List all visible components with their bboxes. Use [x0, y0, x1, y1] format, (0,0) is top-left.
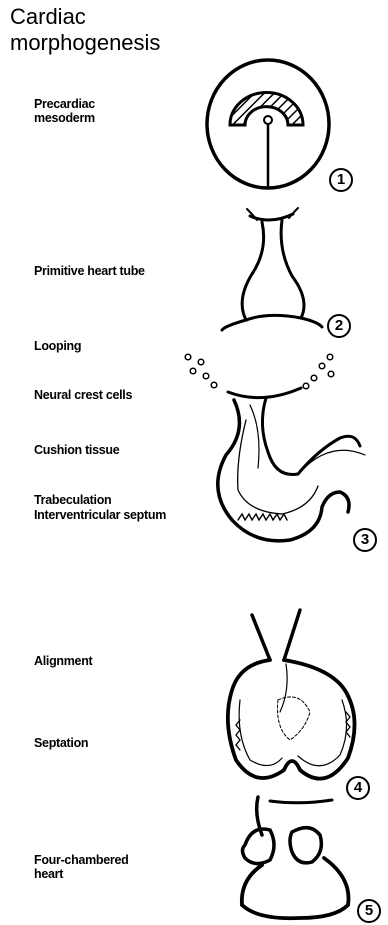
septum-cushion-outline	[278, 697, 311, 740]
stage-5-four-chambered-heart	[242, 797, 349, 918]
septating-heart-outer-wall	[228, 660, 355, 779]
left-ventricle-inner	[239, 700, 282, 766]
right-atrium	[290, 828, 321, 863]
neural-crest-dots	[185, 354, 334, 389]
looped-inner-wall	[262, 398, 360, 475]
stage-2-primitive-heart-tube	[222, 208, 322, 330]
stage-3-looped-heart	[218, 388, 365, 541]
right-outflow-vessel	[284, 610, 300, 660]
great-vessel-top-line	[270, 800, 332, 803]
tube-left-wall	[222, 222, 264, 330]
right-ventricle-inner	[298, 700, 347, 766]
node-circle	[264, 116, 272, 124]
tube-top-right-tick	[289, 208, 298, 218]
ventricles-outline	[242, 858, 349, 918]
cushion-inner-line	[250, 405, 259, 468]
tube-bottom-line	[246, 315, 301, 320]
stage-4-septating-heart	[228, 610, 355, 779]
trabeculation-zigzag	[238, 514, 287, 520]
left-atrium	[243, 829, 275, 864]
looped-top-line	[228, 388, 301, 398]
tube-right-wall	[281, 220, 322, 327]
septum-line	[280, 664, 287, 712]
left-outflow-vessel	[252, 615, 270, 660]
stage-1-precardiac-mesoderm	[207, 60, 329, 188]
